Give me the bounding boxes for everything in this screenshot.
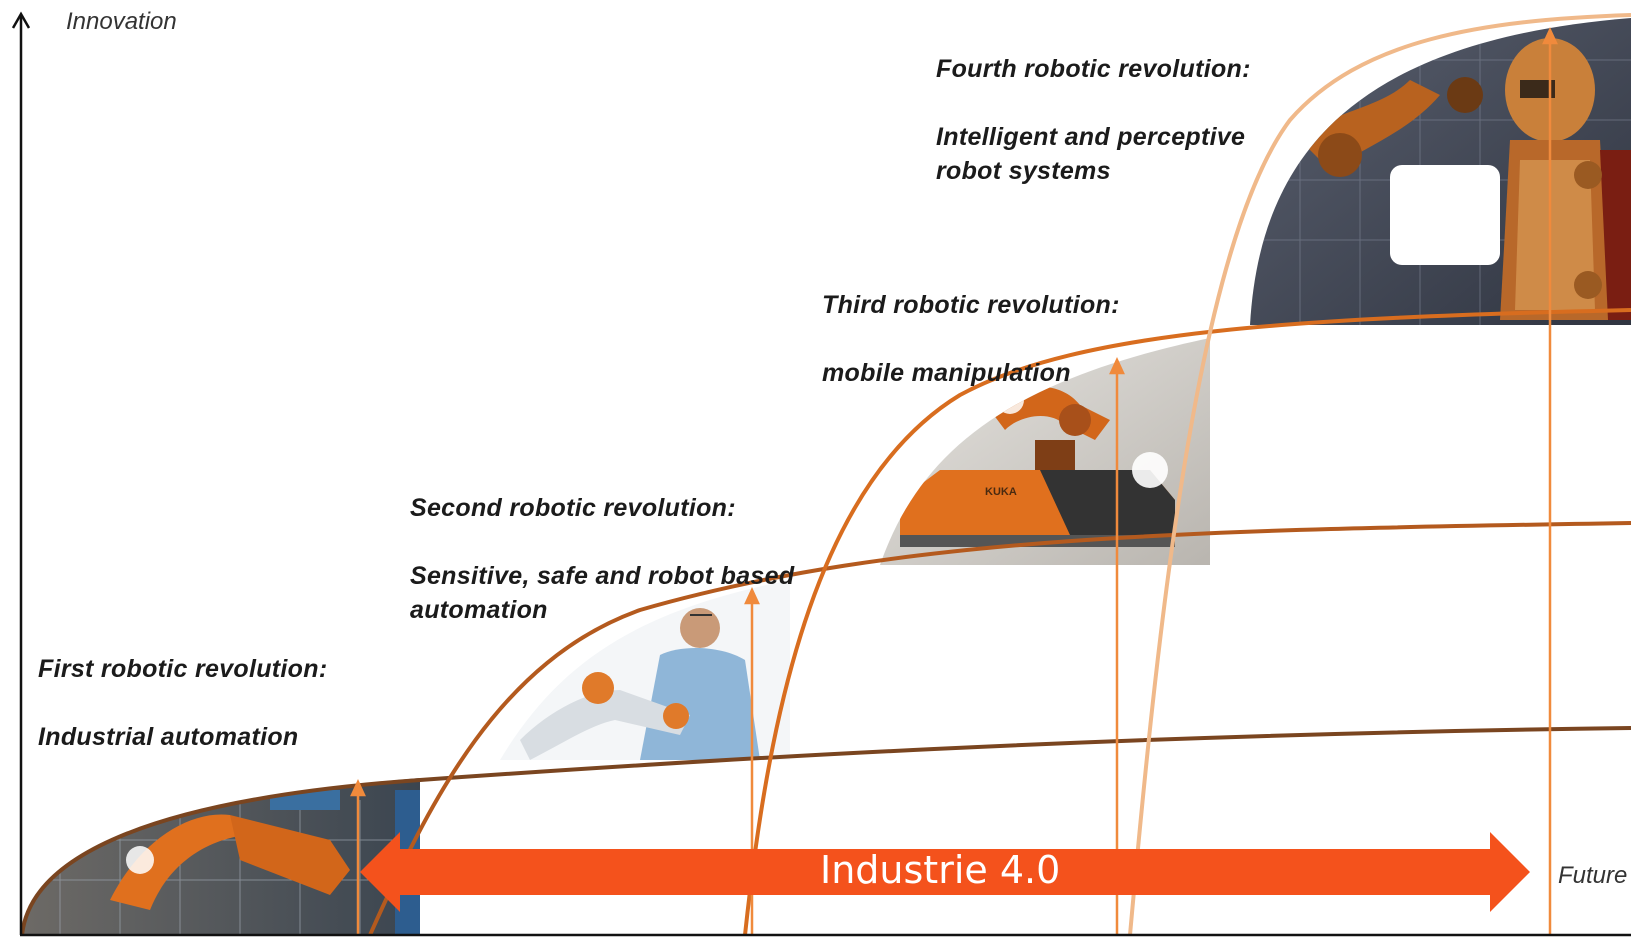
fourth-revolution-image <box>1250 18 1631 325</box>
x-axis-label: Future <box>1558 862 1628 889</box>
second-revolution-curve <box>368 521 1631 936</box>
fourth-revolution-label: Fourth robotic revolution: Intelligent a… <box>936 18 1251 222</box>
y-axis-arrow-icon <box>11 11 31 29</box>
first-revolution-label: First robotic revolution: Industrial aut… <box>38 618 327 788</box>
second-revolution-label: Second robotic revolution: Sensitive, sa… <box>410 457 794 661</box>
fourth-revolution-subtitle: Intelligent and perceptive robot systems <box>936 123 1246 185</box>
second-revolution-subtitle: Sensitive, safe and robot based automati… <box>410 562 795 624</box>
first-revolution-curve <box>20 726 1631 936</box>
y-axis-label: Innovation <box>66 8 177 35</box>
third-revolution-curve <box>743 308 1631 936</box>
third-revolution-subtitle: mobile manipulation <box>822 359 1071 387</box>
fourth-revolution-curve <box>1128 13 1631 936</box>
industrie-banner-label: Industrie 4.0 <box>820 848 1061 892</box>
second-revolution-title: Second robotic revolution: <box>410 494 736 522</box>
third-revolution-title: Third robotic revolution: <box>822 291 1120 319</box>
third-revolution-label: Third robotic revolution: mobile manipul… <box>822 254 1120 424</box>
first-revolution-title: First robotic revolution: <box>38 655 328 683</box>
first-revolution-subtitle: Industrial automation <box>38 723 299 751</box>
fourth-revolution-title: Fourth robotic revolution: <box>936 55 1251 83</box>
kuka-logo-text: KUKA <box>985 486 1017 498</box>
industrie-banner-arrow <box>360 832 1530 912</box>
